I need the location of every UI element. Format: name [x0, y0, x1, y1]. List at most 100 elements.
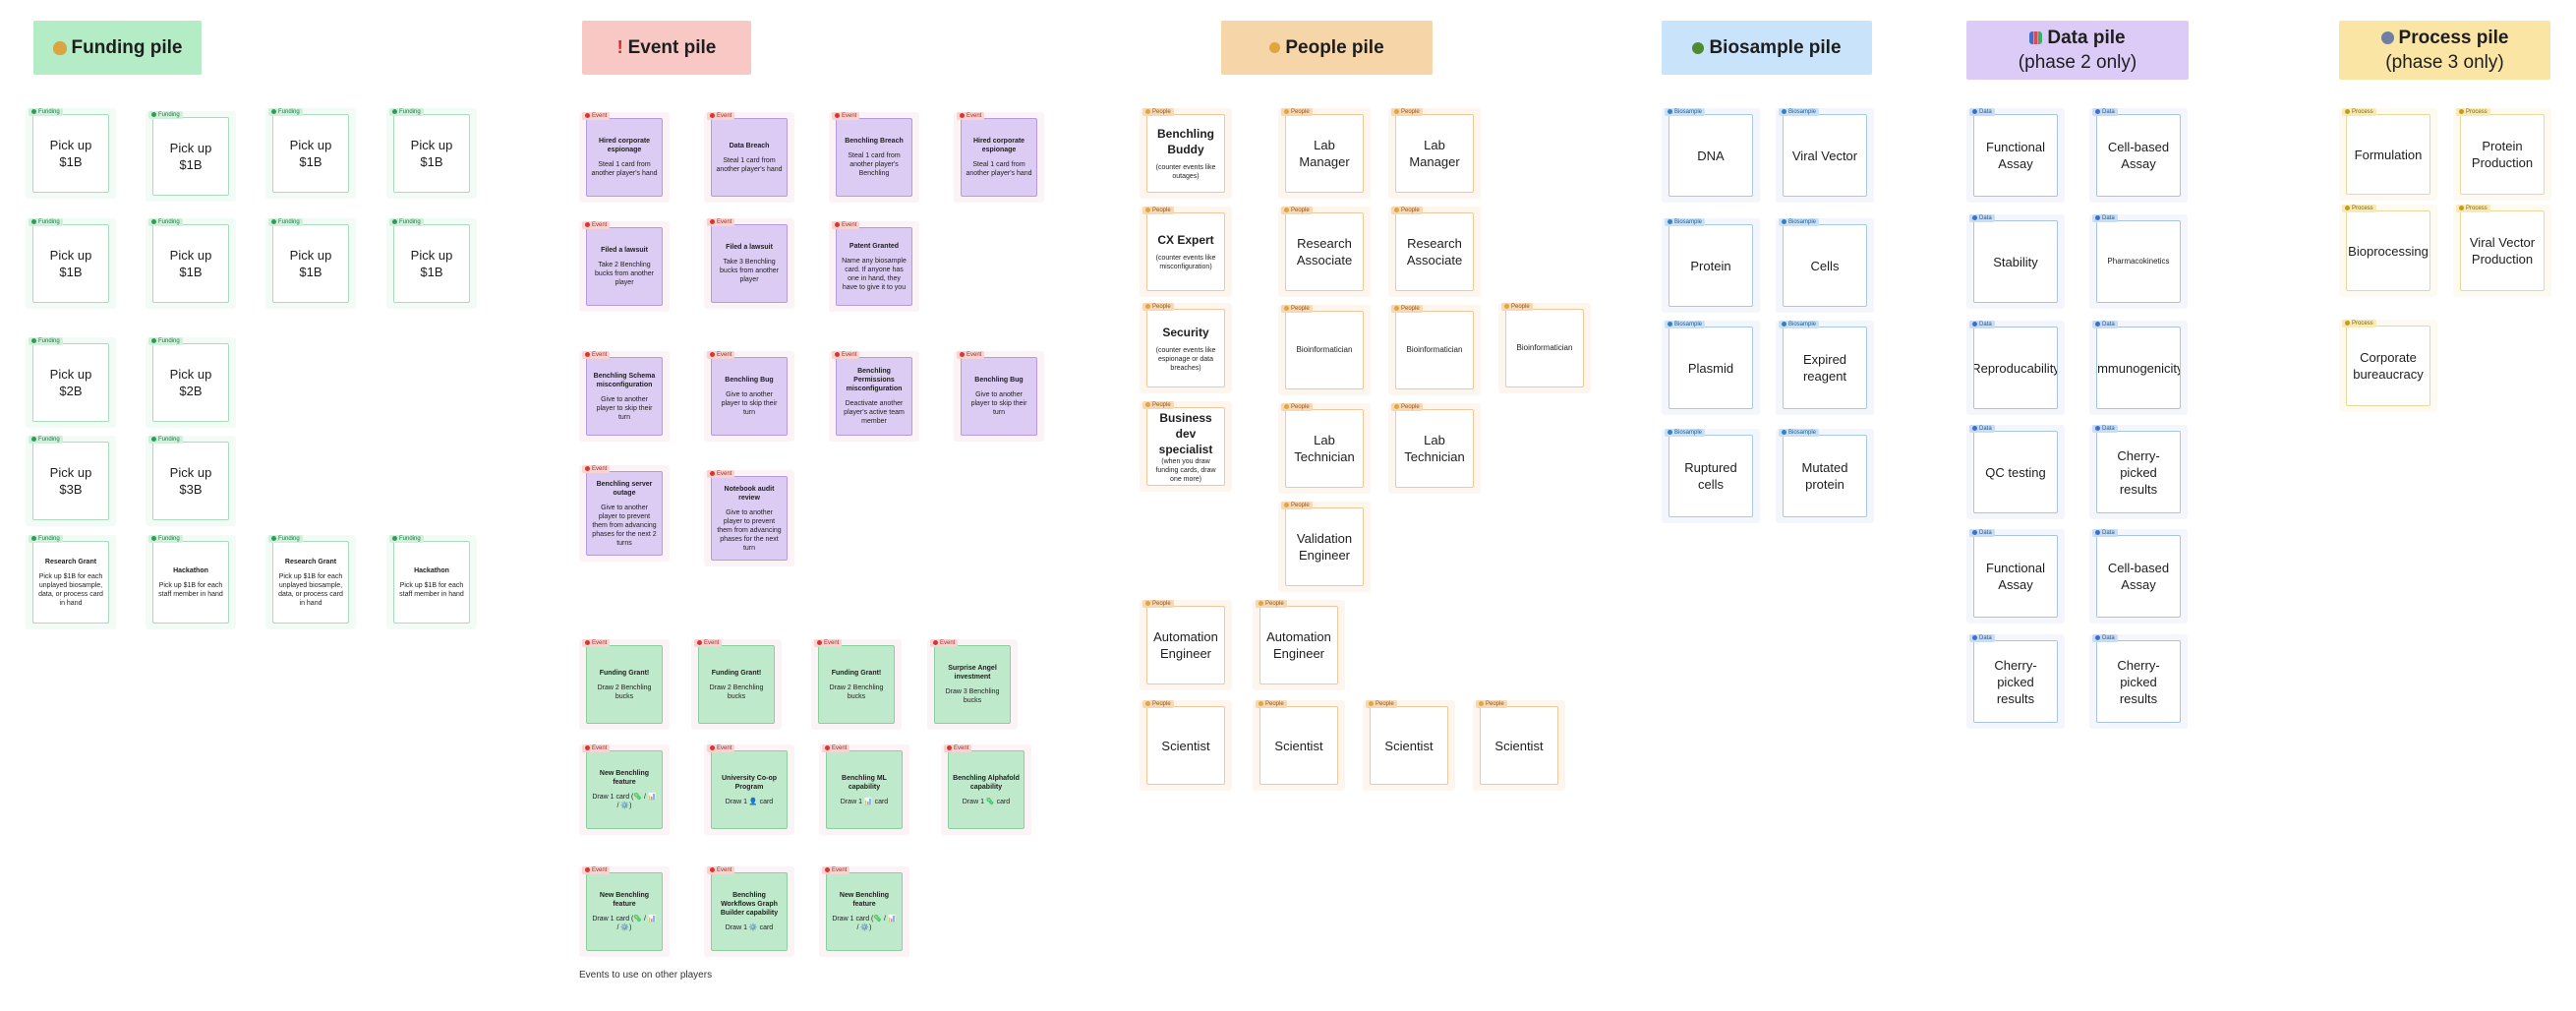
event-card-title: Hired corporate espionage — [972, 138, 1025, 153]
event-pile-header[interactable]: !Event pile — [582, 21, 751, 75]
exclamation-icon — [585, 744, 590, 750]
funding-card-face: Pick up $3B — [32, 442, 109, 520]
funding-card-tag: Funding — [29, 108, 63, 116]
data-pile-header[interactable]: Data pile (phase 2 only) — [1966, 21, 2189, 80]
people-pile-header[interactable]: People pile — [1221, 21, 1433, 75]
biosample-card-tag: Biosample — [1665, 108, 1706, 116]
event-card-title: Benchling Workflows Graph Builder capabi… — [720, 892, 779, 917]
event-card-title: Benchling server outage — [596, 480, 653, 497]
biosample-pile-header[interactable]: Biosample pile — [1662, 21, 1872, 75]
process-card-face: Viral Vector Production — [2460, 210, 2545, 291]
people-card-title: Scientist — [1384, 738, 1434, 753]
funding-pile-header[interactable]: Funding pile — [33, 21, 202, 75]
process-pile-header[interactable]: Process pile (phase 3 only) — [2339, 21, 2550, 80]
